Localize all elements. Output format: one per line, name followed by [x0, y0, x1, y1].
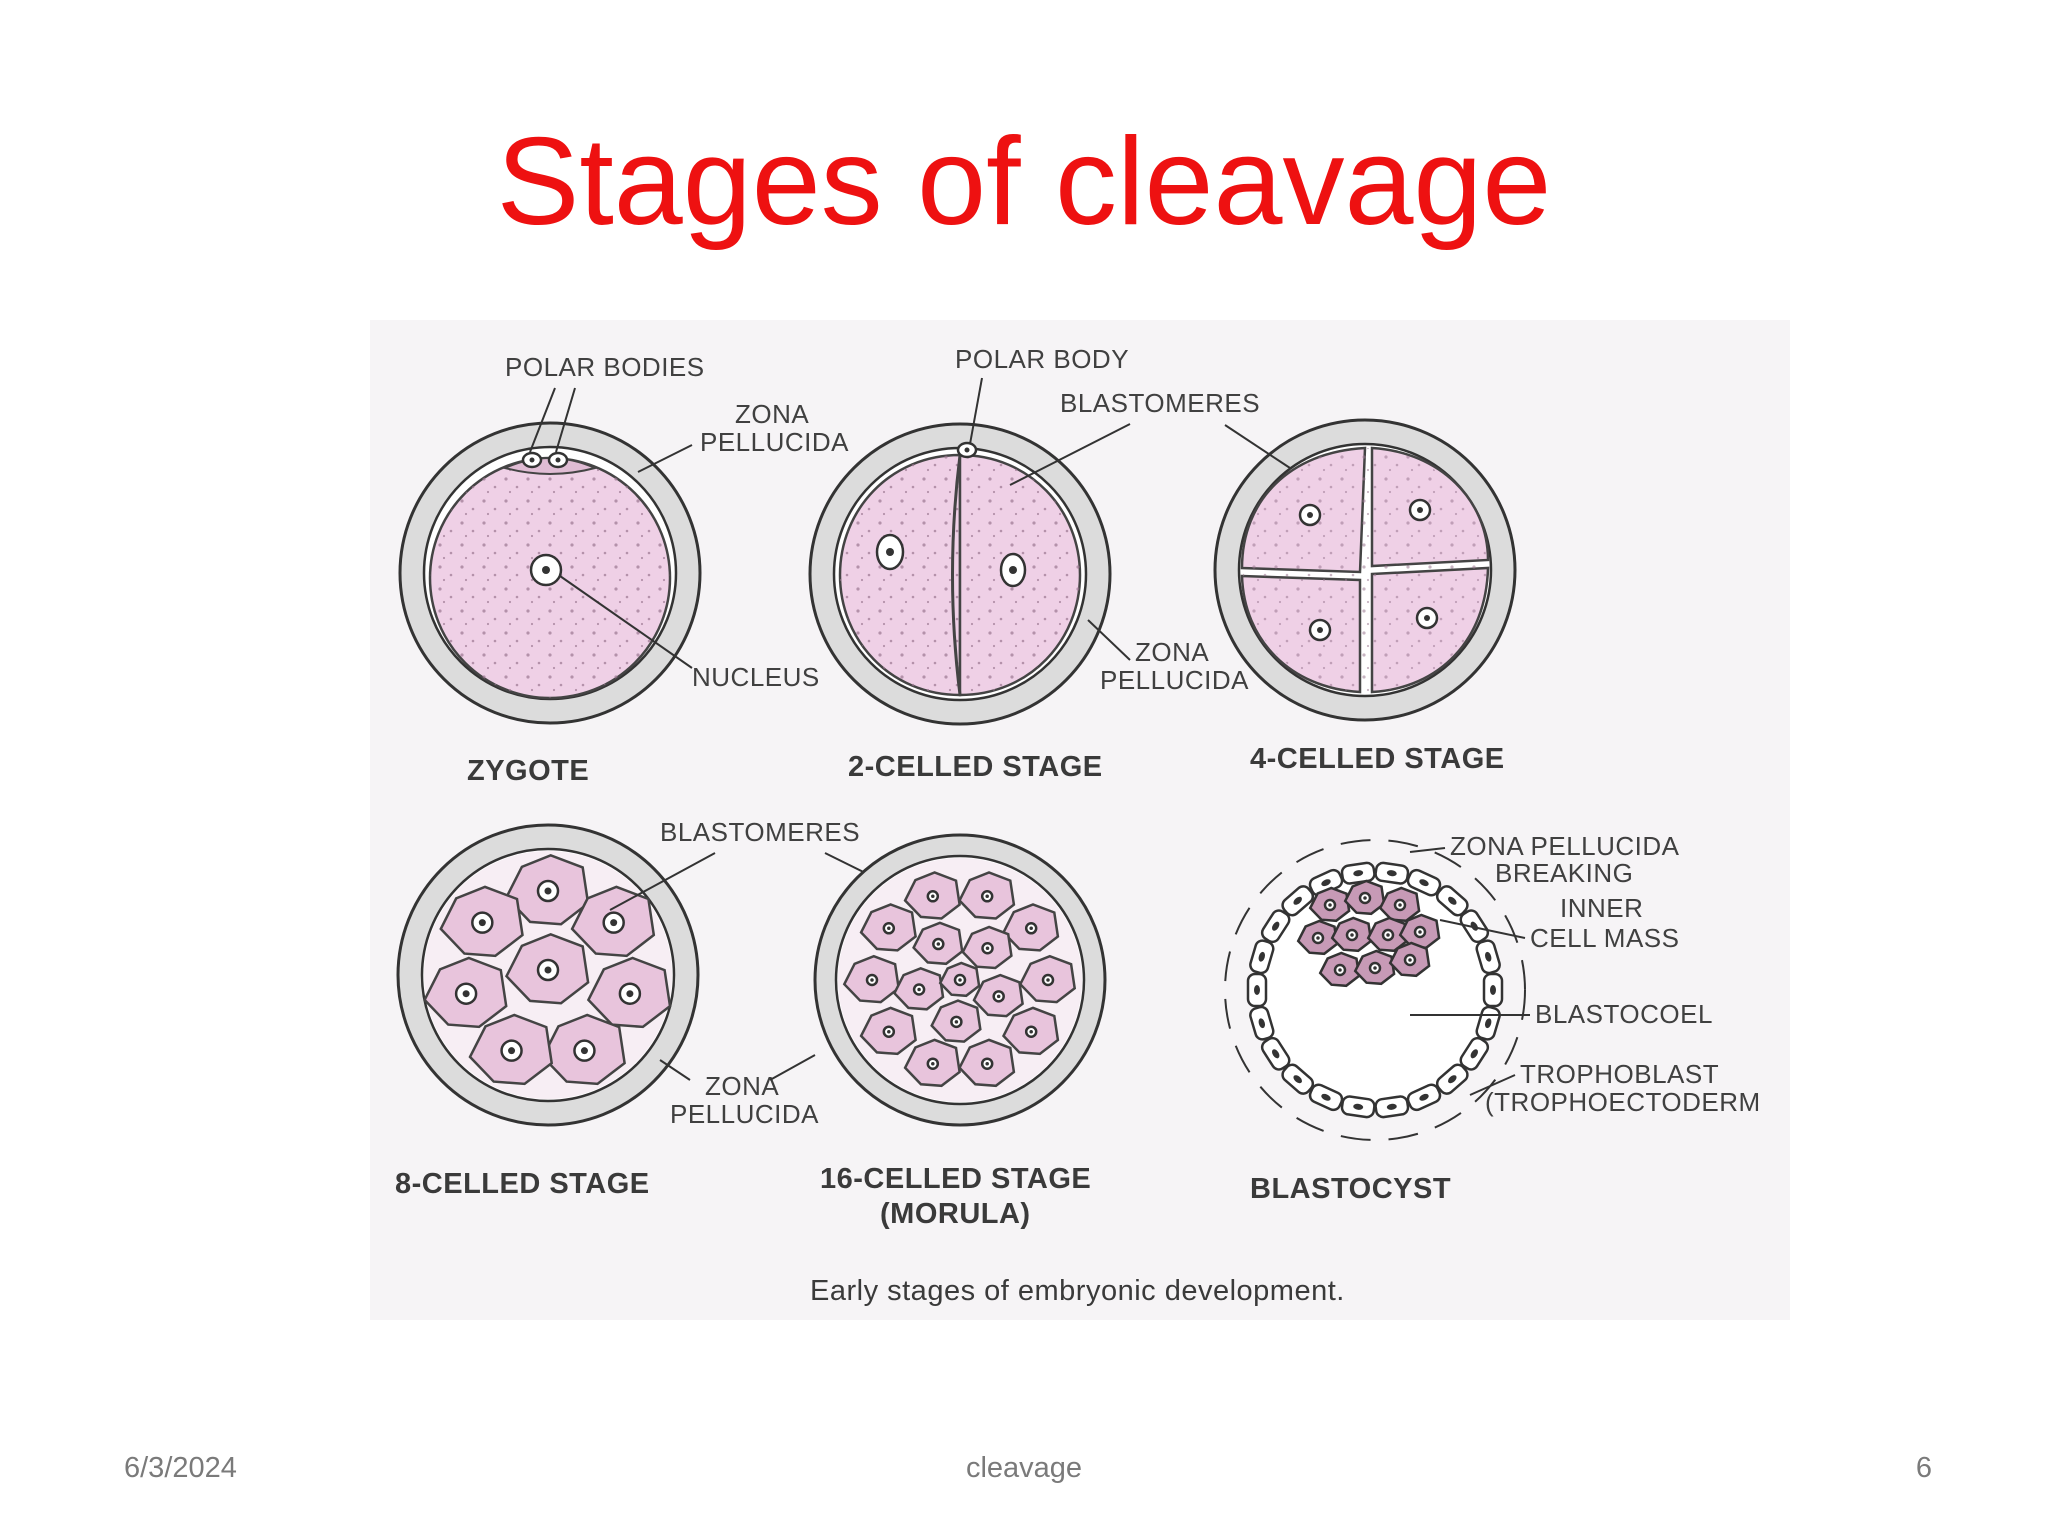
trophoblast-cell [1435, 1063, 1469, 1095]
label-nucleus: NUCLEUS [692, 662, 820, 692]
four-celled-diagram [1213, 418, 1517, 722]
cell [586, 956, 672, 1029]
label-polar-bodies: POLAR BODIES [505, 352, 705, 382]
cell [1318, 951, 1361, 988]
trophoblast-cell [1281, 1063, 1315, 1095]
cell [1001, 1006, 1060, 1056]
trophoblast-cell [1308, 1083, 1344, 1112]
cell [1001, 903, 1060, 952]
label-pellucida-2: PELLUCIDA [1100, 665, 1249, 695]
zygote-diagram [398, 421, 702, 725]
stage-eight-celled: 8-CELLED STAGE [395, 1168, 650, 1200]
trophoblast-cell [1374, 1095, 1410, 1119]
label-zona-pellucida-breaking-1: ZONA PELLUCIDA [1450, 831, 1680, 861]
footer-title: cleavage [965, 1452, 1083, 1484]
label-trophoblast-1: TROPHOBLAST [1520, 1059, 1719, 1089]
cell [1330, 916, 1373, 953]
label-polar-body: POLAR BODY [955, 344, 1129, 374]
stage-morula: (MORULA) [880, 1198, 1031, 1230]
stage-two-celled: 2-CELLED STAGE [848, 751, 1103, 783]
footer-date: 6/3/2024 [124, 1452, 237, 1484]
footer-page-number: 6 [1915, 1452, 1932, 1484]
morula-diagram [813, 833, 1107, 1127]
stage-sixteen-celled: 16-CELLED STAGE [820, 1163, 1091, 1195]
cell [1353, 949, 1396, 986]
trophoblast-cell [1374, 861, 1410, 885]
cell [912, 921, 964, 966]
trophoblast-cell [1406, 868, 1442, 897]
two-celled-diagram [808, 422, 1112, 726]
cell [423, 956, 508, 1029]
trophoblast-cell [1249, 939, 1275, 975]
cell [1296, 919, 1339, 956]
cell [903, 1038, 961, 1088]
cell [903, 871, 961, 920]
cell [972, 973, 1024, 1018]
figure-caption: Early stages of embryonic development. [810, 1275, 1345, 1307]
trophoblast-cell [1246, 972, 1268, 1008]
trophoblast-cell [1260, 909, 1291, 944]
cell [1018, 954, 1077, 1004]
cell [1308, 886, 1351, 923]
eight-celled-diagram [396, 823, 700, 1127]
label-blastomeres-2: BLASTOMERES [660, 817, 860, 847]
cell [842, 954, 901, 1004]
label-blastocoel: BLASTOCOEL [1535, 999, 1713, 1029]
figure-drawing: POLAR BODIES ZONA PELLUCIDA NUCLEUS ZYGO… [395, 344, 1761, 1307]
blastocyst-diagram [1224, 839, 1526, 1141]
cell [957, 1038, 1016, 1088]
cell [892, 966, 945, 1011]
trophoblast-cell [1475, 939, 1501, 975]
slide-title: Stages of cleavage [496, 113, 1552, 251]
trophoblast-cell [1260, 1036, 1291, 1071]
trophoblast-cell [1281, 885, 1315, 917]
cell [504, 853, 590, 926]
cell [859, 903, 917, 952]
embryo-development-figure: POLAR BODIES ZONA PELLUCIDA NUCLEUS ZYGO… [370, 320, 1790, 1320]
trophoblast-cell [1340, 1095, 1376, 1119]
stage-four-celled: 4-CELLED STAGE [1250, 743, 1505, 775]
cell [930, 999, 982, 1043]
trophoblast-cell [1340, 861, 1376, 885]
label-pellucida-1: PELLUCIDA [700, 427, 849, 457]
cell [957, 871, 1016, 920]
cell [1378, 886, 1421, 923]
stage-blastocyst: BLASTOCYST [1250, 1173, 1451, 1205]
label-blastomeres-1: BLASTOMERES [1060, 388, 1260, 418]
label-zona-3: ZONA [705, 1071, 779, 1101]
cell [439, 885, 524, 958]
label-trophoblast-2: (TROPHOECTODERM [1485, 1087, 1761, 1117]
cell [961, 925, 1013, 970]
cell [859, 1006, 917, 1056]
cell [504, 932, 590, 1005]
cell [468, 1013, 554, 1086]
stage-zygote: ZYGOTE [467, 755, 589, 787]
cell [570, 885, 656, 958]
label-zona-pellucida-breaking-2: BREAKING [1495, 858, 1633, 888]
cell [1366, 916, 1409, 953]
cell [541, 1013, 626, 1086]
label-pellucida-3: PELLUCIDA [670, 1099, 819, 1129]
trophoblast-cell [1459, 1036, 1490, 1071]
cell [1343, 879, 1386, 916]
label-zona-1: ZONA [735, 399, 809, 429]
cell [1388, 941, 1431, 978]
trophoblast-cell [1435, 885, 1469, 917]
label-inner-cell-mass-1: INNER [1560, 893, 1643, 923]
cell [938, 961, 981, 998]
trophoblast-cell [1482, 972, 1504, 1008]
label-inner-cell-mass-2: CELL MASS [1530, 923, 1679, 953]
trophoblast-cell [1249, 1005, 1275, 1041]
label-zona-2: ZONA [1135, 637, 1209, 667]
trophoblast-cell [1406, 1083, 1442, 1112]
